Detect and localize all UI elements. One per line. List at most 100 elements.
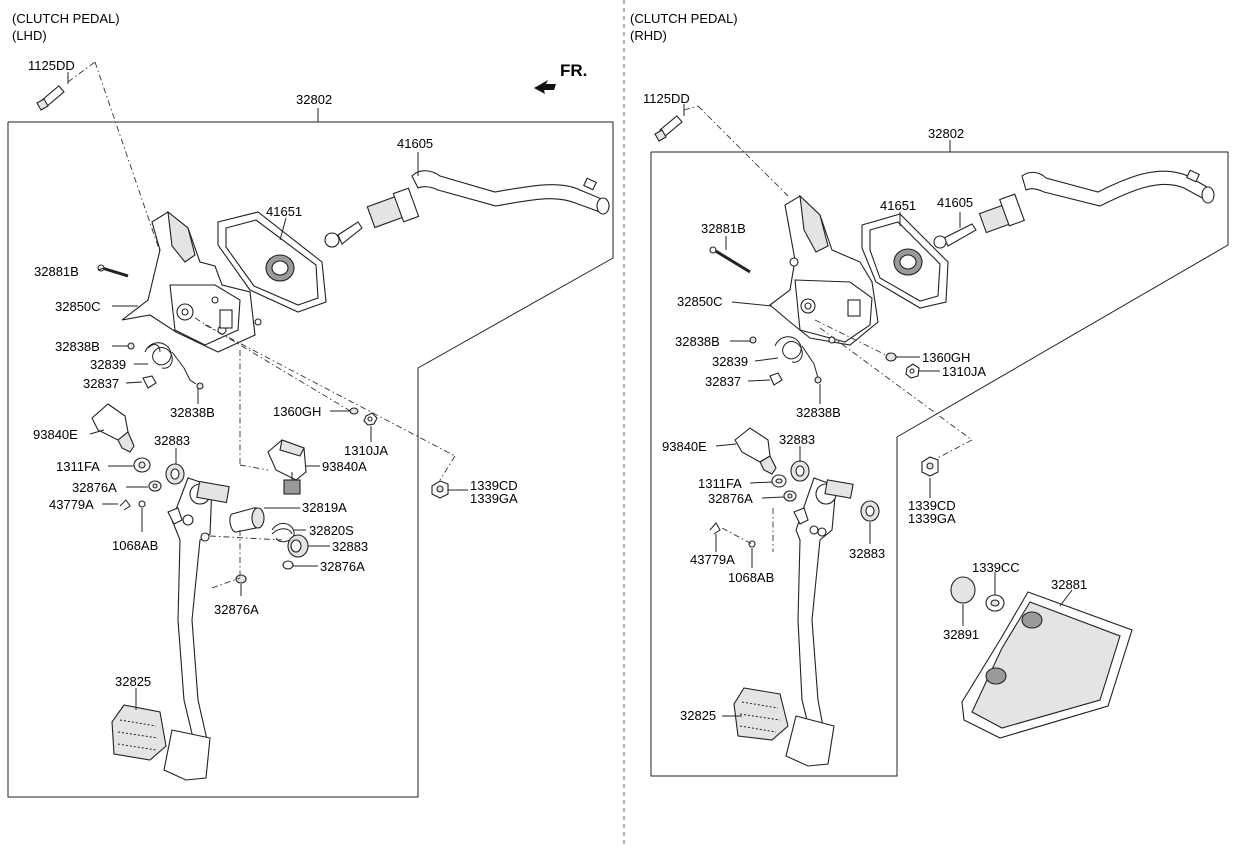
lhd-label-93840a: 93840A <box>322 459 367 474</box>
lhd-return-spring-icon <box>144 342 197 385</box>
rhd-label-32850c: 32850C <box>677 294 723 309</box>
rhd-label-32802: 32802 <box>928 126 964 141</box>
lhd-master-cylinder-icon <box>324 170 610 248</box>
rhd-clutch-pedal-arm-icon <box>793 477 854 743</box>
rhd-nut-1339cc-icon <box>985 594 1005 612</box>
lhd-label-32820s: 32820S <box>309 523 354 538</box>
rhd-label-1339cd: 1339CD <box>908 498 956 513</box>
rhd-clip-43779a-icon <box>709 522 721 535</box>
lhd-small-bolt-icon <box>127 342 135 350</box>
lhd-label-32881b: 32881B <box>34 264 79 279</box>
rhd-label-41651: 41651 <box>880 198 916 213</box>
lhd-label-32876a-c: 32876A <box>214 602 259 617</box>
lhd-bushing-32883b-icon <box>287 534 309 558</box>
rhd-bushing-32883-icon <box>790 460 810 482</box>
lhd-gasket-41651-icon <box>217 211 327 313</box>
lhd-nut-1311fa-icon <box>133 457 151 473</box>
lhd-label-32837: 32837 <box>83 376 119 391</box>
rhd-bolt-1125dd-icon <box>654 115 683 142</box>
lhd-clip-icon <box>196 382 204 390</box>
rhd-label-32837: 32837 <box>705 374 741 389</box>
lhd-label-41605: 41605 <box>397 136 433 151</box>
rhd-bracket-pin-icon <box>709 246 751 274</box>
lhd-label-41651: 41651 <box>266 204 302 219</box>
lhd-clip-43779a-icon <box>119 499 131 511</box>
rhd-gasket-41651-icon <box>861 213 949 309</box>
rhd-washer-1068ab-icon <box>748 540 756 548</box>
rhd-bushing-32837-icon <box>769 372 783 386</box>
lhd-assembly-outline <box>7 121 614 798</box>
lhd-clutch-switch-93840e-icon <box>91 403 135 453</box>
rhd-label-1310ja: 1310JA <box>942 364 986 379</box>
rhd-panel <box>650 104 1229 777</box>
rhd-washer-32876a-icon <box>783 490 797 502</box>
lhd-label-32850c: 32850C <box>55 299 101 314</box>
rhd-bushing-32883b-icon <box>860 500 880 522</box>
rhd-pedal-pad-icon <box>733 687 835 767</box>
lhd-label-32839: 32839 <box>90 357 126 372</box>
rhd-label-93840e: 93840E <box>662 439 707 454</box>
rhd-label-32876a: 32876A <box>708 491 753 506</box>
lhd-clutch-pedal-arm-icon <box>167 477 230 745</box>
rhd-nut-1339cd-icon <box>921 456 939 477</box>
rhd-master-cylinder-icon <box>933 169 1215 249</box>
rhd-assembly-outline <box>650 151 1229 777</box>
rhd-label-1339cc: 1339CC <box>972 560 1020 575</box>
lhd-part-labels: 1125DD 32802 41605 41651 32881B 32850C 3… <box>28 58 518 689</box>
rhd-label-32839: 32839 <box>712 354 748 369</box>
rhd-label-1339ga: 1339GA <box>908 511 956 526</box>
lhd-bushing-32837-icon <box>142 375 157 389</box>
lhd-label-32802: 32802 <box>296 92 332 107</box>
rhd-label-32883-a: 32883 <box>779 432 815 447</box>
lhd-label-1310ja: 1310JA <box>344 443 388 458</box>
rhd-header-title: (CLUTCH PEDAL) <box>630 11 738 26</box>
lhd-label-1125dd: 1125DD <box>28 58 75 73</box>
front-direction-label: FR. <box>560 61 587 80</box>
lhd-washer-1068ab-icon <box>138 500 146 508</box>
lhd-panel <box>7 61 614 798</box>
lhd-bushing-32819a-icon <box>229 507 265 533</box>
lhd-header-title: (CLUTCH PEDAL) <box>12 11 120 26</box>
lhd-label-1360gh: 1360GH <box>273 404 321 419</box>
lhd-switch-93840a-icon <box>267 439 307 495</box>
lhd-label-32819a: 32819A <box>302 500 347 515</box>
rhd-label-32838b-a: 32838B <box>675 334 720 349</box>
rhd-label-41605: 41605 <box>937 195 973 210</box>
rhd-pedal-bracket-icon <box>769 194 879 346</box>
rhd-label-32881: 32881 <box>1051 577 1087 592</box>
rhd-small-bolt-icon <box>749 336 757 344</box>
rhd-label-32891: 32891 <box>943 627 979 642</box>
lhd-nut-1310ja-icon <box>363 412 378 426</box>
lhd-bushing-32883-icon <box>165 463 185 485</box>
lhd-label-32838b-a: 32838B <box>55 339 100 354</box>
rhd-label-1125dd: 1125DD <box>643 91 690 106</box>
rhd-label-32838b-b: 32838B <box>796 405 841 420</box>
rhd-washer-1360gh-icon <box>885 352 897 362</box>
rhd-clutch-switch-93840e-icon <box>734 427 777 475</box>
lhd-label-32838b-b: 32838B <box>170 405 215 420</box>
lhd-label-1068ab: 1068AB <box>112 538 158 553</box>
lhd-label-1311fa: 1311FA <box>56 459 100 474</box>
lhd-label-32883-a: 32883 <box>154 433 190 448</box>
rhd-label-1360gh: 1360GH <box>922 350 970 365</box>
rhd-label-32825: 32825 <box>680 708 716 723</box>
rhd-label-43779a: 43779A <box>690 552 735 567</box>
lhd-label-32883-b: 32883 <box>332 539 368 554</box>
lhd-washer-32876a-b-icon <box>282 560 294 570</box>
lhd-label-1339cd: 1339CD <box>470 478 518 493</box>
lhd-label-43779a: 43779A <box>49 497 94 512</box>
lhd-pedal-pad-icon <box>111 704 211 781</box>
lhd-washer-32876a-c-icon <box>235 574 247 584</box>
rhd-header-variant: (RHD) <box>630 28 667 43</box>
lhd-bracket-pin-icon <box>97 264 129 278</box>
rhd-part-labels: 1125DD 32802 41651 41605 32881B 32850C 3… <box>643 91 1087 723</box>
rhd-label-1311fa: 1311FA <box>698 476 742 491</box>
front-arrow-icon <box>534 80 556 94</box>
lhd-label-32876a-a: 32876A <box>72 480 117 495</box>
lhd-label-32876a-b: 32876A <box>320 559 365 574</box>
rhd-clip-icon <box>814 376 822 384</box>
lhd-header-variant: (LHD) <box>12 28 47 43</box>
rhd-cap-32891-icon <box>950 576 976 604</box>
rhd-nut-1310ja-icon <box>905 363 920 379</box>
